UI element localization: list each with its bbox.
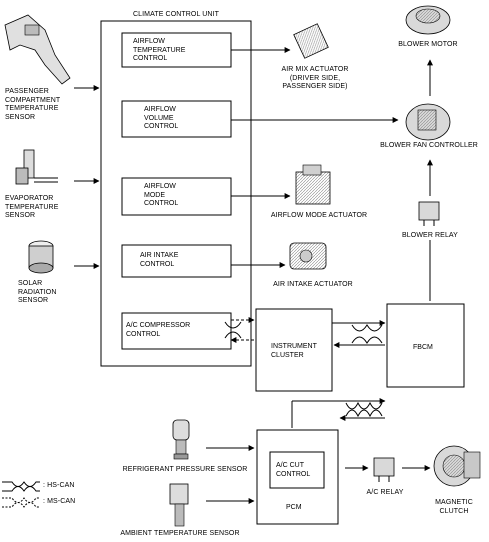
fbcm-box — [386, 303, 465, 388]
legend-hs-can-symbol — [2, 481, 40, 492]
air-intake-actuator-label: AIR INTAKE ACTUATOR — [273, 281, 353, 288]
airflow-temperature-control-box — [121, 32, 232, 68]
airflow-volume-control-label: AIRFLOW VOLUME CONTROL — [144, 106, 179, 130]
fbcm-label: FBCM — [413, 344, 433, 351]
air-mix-actuator-label: AIR MIX ACTUATOR (DRIVER SIDE, PASSENGER… — [281, 66, 349, 90]
air-intake-control-box — [121, 244, 232, 278]
ac-cut-control-box — [269, 451, 325, 489]
airflow-volume-control-box — [121, 100, 232, 138]
climate-control-unit-title: CLIMATE CONTROL UNIT — [132, 11, 219, 18]
hs-can-symbol-pcm — [345, 401, 383, 418]
refrigerant-pressure-sensor-label: REFRIGERANT PRESSURE SENSOR — [122, 466, 248, 473]
blower-fan-controller-icon — [405, 103, 451, 141]
ac-compressor-control-label: A/C COMPRESSOR CONTROL — [126, 322, 191, 338]
passenger-compartment-temperature-sensor-icon — [4, 14, 71, 85]
ambient-temperature-sensor-icon — [169, 483, 189, 527]
instrument-cluster-box — [255, 308, 333, 392]
blower-relay-icon — [418, 201, 440, 226]
climate-control-unit-box — [100, 20, 252, 367]
magnetic-clutch-label: MAGNETIC CLUTCH — [435, 499, 473, 515]
blower-relay-label: BLOWER RELAY — [402, 232, 458, 239]
legend-hs-can-label: : HS-CAN — [43, 482, 75, 489]
air-intake-actuator-icon — [289, 242, 327, 270]
airflow-mode-control-label: AIRFLOW MODE CONTROL — [144, 183, 179, 207]
refrigerant-pressure-sensor-icon — [172, 419, 190, 460]
airflow-mode-actuator-label: AIRFLOW MODE ACTUATOR — [270, 212, 368, 219]
ac-compressor-control-box — [121, 312, 232, 350]
airflow-temperature-control-label: AIRFLOW TEMPERATURE CONTROL — [133, 38, 186, 62]
blower-motor-label: BLOWER MOTOR — [398, 41, 458, 48]
legend-ms-can-symbol — [2, 497, 40, 508]
instrument-cluster-label: INSTRUMENT CLUSTER — [271, 343, 317, 359]
blower-motor-icon — [405, 5, 451, 35]
pcm-label: PCM — [286, 504, 302, 511]
ms-can-symbol-ccu — [224, 321, 242, 339]
ac-relay-icon — [373, 457, 395, 482]
air-mix-actuator-icon — [293, 23, 329, 59]
ac-cut-control-label: A/C CUT CONTROL — [276, 462, 311, 478]
ambient-temperature-sensor-label: AMBIENT TEMPERATURE SENSOR — [120, 530, 240, 537]
air-intake-control-label: AIR INTAKE CONTROL — [140, 252, 179, 268]
ac-relay-label: A/C RELAY — [366, 489, 404, 496]
passenger-compartment-sensor-label: PASSENGER COMPARTMENT TEMPERATURE SENSOR — [5, 88, 61, 121]
blower-fan-controller-label: BLOWER FAN CONTROLLER — [380, 142, 478, 149]
evaporator-temperature-sensor-icon — [15, 149, 58, 185]
evaporator-sensor-label: EVAPORATOR TEMPERATURE SENSOR — [5, 195, 59, 219]
airflow-mode-actuator-icon — [295, 164, 331, 205]
hs-can-symbol-cluster — [351, 324, 383, 344]
legend-ms-can-label: : MS-CAN — [43, 498, 76, 505]
solar-radiation-sensor-label: SOLAR RADIATION SENSOR — [18, 280, 57, 304]
solar-radiation-sensor-icon — [28, 240, 54, 274]
magnetic-clutch-icon — [433, 445, 481, 487]
